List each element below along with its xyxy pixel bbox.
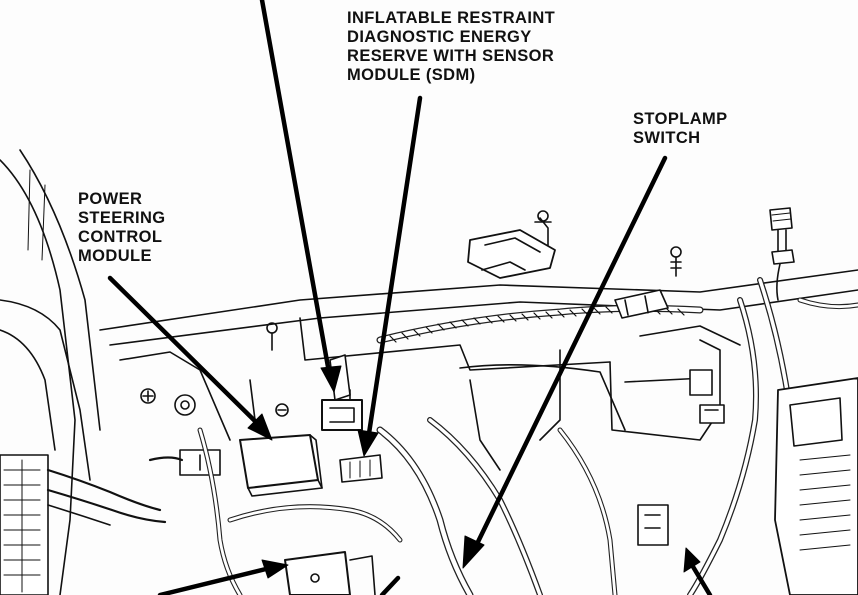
arrow-top-left-head [320, 365, 342, 393]
fastener-left [140, 388, 156, 404]
upper-bracket [467, 210, 556, 279]
power-steering-callout-line-1: POWER [78, 190, 143, 208]
leader-arrows [107, 0, 713, 595]
sdm-callout-line-1: INFLATABLE RESTRAINT [347, 9, 556, 27]
screw-fastener-top [670, 246, 682, 277]
arrow-top-left [259, 0, 333, 381]
arrow-lower-left-head [261, 559, 289, 579]
instrument-panel [99, 269, 858, 471]
arrow-stoplamp-head [462, 535, 485, 569]
arrow-sdm-head [357, 429, 379, 457]
fuse-block [0, 454, 167, 595]
stoplamp-callout-line-2: SWITCH [633, 129, 701, 147]
sdm-callout-line-4: MODULE (SDM) [347, 66, 476, 84]
arrow-power-steering-head [247, 413, 273, 441]
stoplamp-callout-line-1: STOPLAMP [633, 110, 728, 128]
sdm-callout-line-3: RESERVE WITH SENSOR [347, 47, 555, 65]
clip-bracket [614, 289, 669, 319]
arrow-stoplamp [472, 155, 668, 551]
power-steering-callout: POWER STEERING CONTROL MODULE [78, 190, 166, 266]
fastener-mid [275, 403, 289, 417]
stoplamp-switch [637, 369, 725, 546]
lower-module [284, 551, 376, 595]
arrow-sdm [365, 95, 423, 443]
power-steering-callout-line-3: CONTROL [78, 228, 163, 246]
power-steering-callout-line-4: MODULE [78, 247, 152, 265]
stoplamp-connector-exploded [769, 207, 795, 301]
lower-harness [197, 417, 618, 595]
arrow-lower-left [157, 565, 273, 595]
power-steering-callout-line-2: STEERING [78, 209, 166, 227]
arrow-lower-right-b [689, 562, 713, 595]
arrow-power-steering [107, 275, 263, 429]
stud-fastener [266, 322, 278, 351]
bracket-ring [174, 394, 196, 416]
stoplamp-callout: STOPLAMP SWITCH [633, 110, 728, 148]
arrow-lower-right-a [379, 575, 401, 595]
power-steering-module [148, 434, 323, 497]
right-duct [774, 377, 858, 595]
arrow-lower-right-b-head [683, 547, 701, 573]
sdm-callout-line-2: DIAGNOSTIC ENERGY [347, 28, 532, 46]
sdm-callout: INFLATABLE RESTRAINT DIAGNOSTIC ENERGY R… [347, 9, 555, 85]
left-pillar [0, 149, 101, 595]
